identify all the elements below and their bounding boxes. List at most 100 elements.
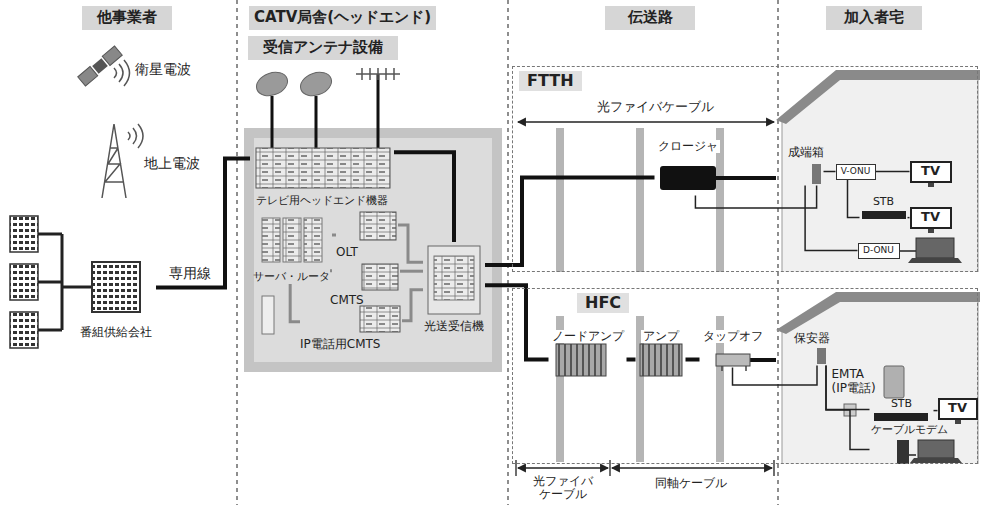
antenna-icon [356, 68, 400, 80]
cable-line [627, 358, 636, 362]
office-building [10, 264, 38, 300]
section-header: 受信アンテナ設備 [248, 36, 398, 60]
node-label: アンプ [641, 330, 681, 344]
network-region: HFC ノードアンプアンプ タップオフ 保安器 EMTA (IP電話)STB ケーブルモデ… [512, 288, 978, 464]
equipment-icon [362, 264, 398, 290]
headend-building [244, 128, 502, 372]
equipment-icon [262, 296, 274, 334]
equipment: 成端箱 [778, 146, 824, 186]
equipment: CMTS [330, 262, 400, 308]
device-icon [910, 458, 962, 463]
text-label-box: 光ファイバケーブル [597, 100, 714, 114]
section-separator [507, 0, 508, 505]
node-label: HFC [577, 293, 629, 313]
text-label: 同軸ケーブル [655, 476, 727, 490]
node-label: TV [921, 210, 940, 225]
tv-set: TV [938, 398, 978, 420]
cable-line [398, 225, 423, 262]
text-label-box: 地上電波 [144, 156, 200, 171]
device-icon [812, 164, 821, 184]
cable-line [485, 285, 549, 359]
satellite-icon [102, 46, 122, 65]
node-label: OLT [336, 246, 358, 260]
section-header: 加入者宅 [826, 6, 922, 30]
text-label: 光ファイバケーブル [597, 99, 714, 114]
node-label: 受信アンテナ設備 [263, 39, 383, 56]
device-icon [897, 440, 909, 464]
device-icon [900, 250, 916, 252]
section-separator [237, 0, 778, 505]
text-label: 衛星電波 [135, 61, 191, 77]
tv-set: TV [910, 161, 952, 183]
edge-label-box: 専用線 [167, 266, 213, 281]
house [782, 297, 978, 464]
antenna-icon [253, 68, 400, 148]
node-label: FTTH [519, 71, 582, 91]
device-icon [918, 440, 954, 458]
equipment: STB [870, 398, 934, 422]
device-icon [928, 229, 934, 233]
node-label: STB [891, 398, 912, 411]
office-building [38, 234, 92, 330]
node-label: V-ONU [841, 166, 871, 176]
cable-line [332, 234, 336, 237]
tv-set: TV [910, 207, 952, 229]
utility-pole [636, 128, 644, 272]
headend-building [254, 138, 492, 362]
house [782, 74, 978, 272]
cable-line [330, 269, 332, 272]
equipment-icon [256, 148, 480, 334]
node-label: IP電話用CMTS [300, 338, 380, 352]
equipment: 保安器 [780, 332, 830, 366]
equipment: アンプ [636, 330, 686, 382]
device-icon [916, 238, 954, 258]
device-icon [556, 164, 962, 464]
device-icon [556, 344, 606, 376]
device-icon [909, 454, 916, 456]
device-icon [874, 413, 928, 421]
text-label-box: 同軸ケーブル [655, 477, 727, 490]
node-label: STB [873, 196, 894, 209]
node-label: 保安器 [794, 332, 830, 346]
device-icon [928, 183, 934, 187]
equipment-icon [304, 218, 322, 262]
device-icon [817, 348, 826, 364]
equipment: タップオフ [700, 330, 766, 368]
node-label: サーバ・ルータ [253, 271, 330, 284]
device-icon [716, 354, 750, 366]
tower-icon [128, 124, 143, 148]
dimension-arrow [516, 122, 774, 476]
equipment: ケーブルモデム [870, 424, 950, 464]
device-box: D-ONU [858, 243, 900, 259]
office-building [10, 216, 38, 252]
cable-line [695, 186, 816, 209]
satellite-icon [78, 67, 98, 86]
equipment: EMTA (IP電話) [832, 362, 906, 402]
node-label: 番組供給会社 [80, 326, 152, 340]
equipment-icon [283, 218, 301, 262]
dimension-arrow [612, 467, 772, 468]
headend-building [244, 128, 502, 372]
network-region: FTTHクロージャ成端箱V-ONUTVSTBTVD-ONU [512, 66, 978, 272]
equipment-icon [256, 148, 390, 188]
dimension-arrow [518, 467, 608, 468]
house [776, 70, 980, 464]
node-label: D-ONU [863, 245, 894, 255]
device-icon [884, 366, 904, 398]
text-label-box: 衛星電波 [135, 62, 191, 77]
node-label: CMTS [330, 294, 364, 308]
node-label: テレビ用ヘッドエンド機器 [256, 195, 388, 208]
device-icon [722, 366, 746, 371]
section-header: CATV局舎(ヘッドエンド) [249, 6, 436, 30]
cable-line [824, 171, 836, 173]
edge-label: 専用線 [167, 265, 213, 281]
equipment: OLT [336, 210, 398, 260]
section-header: 他事業者 [82, 6, 172, 30]
equipment: ノードアンプ [549, 330, 627, 382]
node-label: ケーブルモデム [871, 424, 948, 437]
office-building [92, 262, 140, 312]
office-building [10, 312, 38, 348]
cable-line [848, 180, 860, 218]
node-label: 光送受信機 [424, 320, 484, 334]
